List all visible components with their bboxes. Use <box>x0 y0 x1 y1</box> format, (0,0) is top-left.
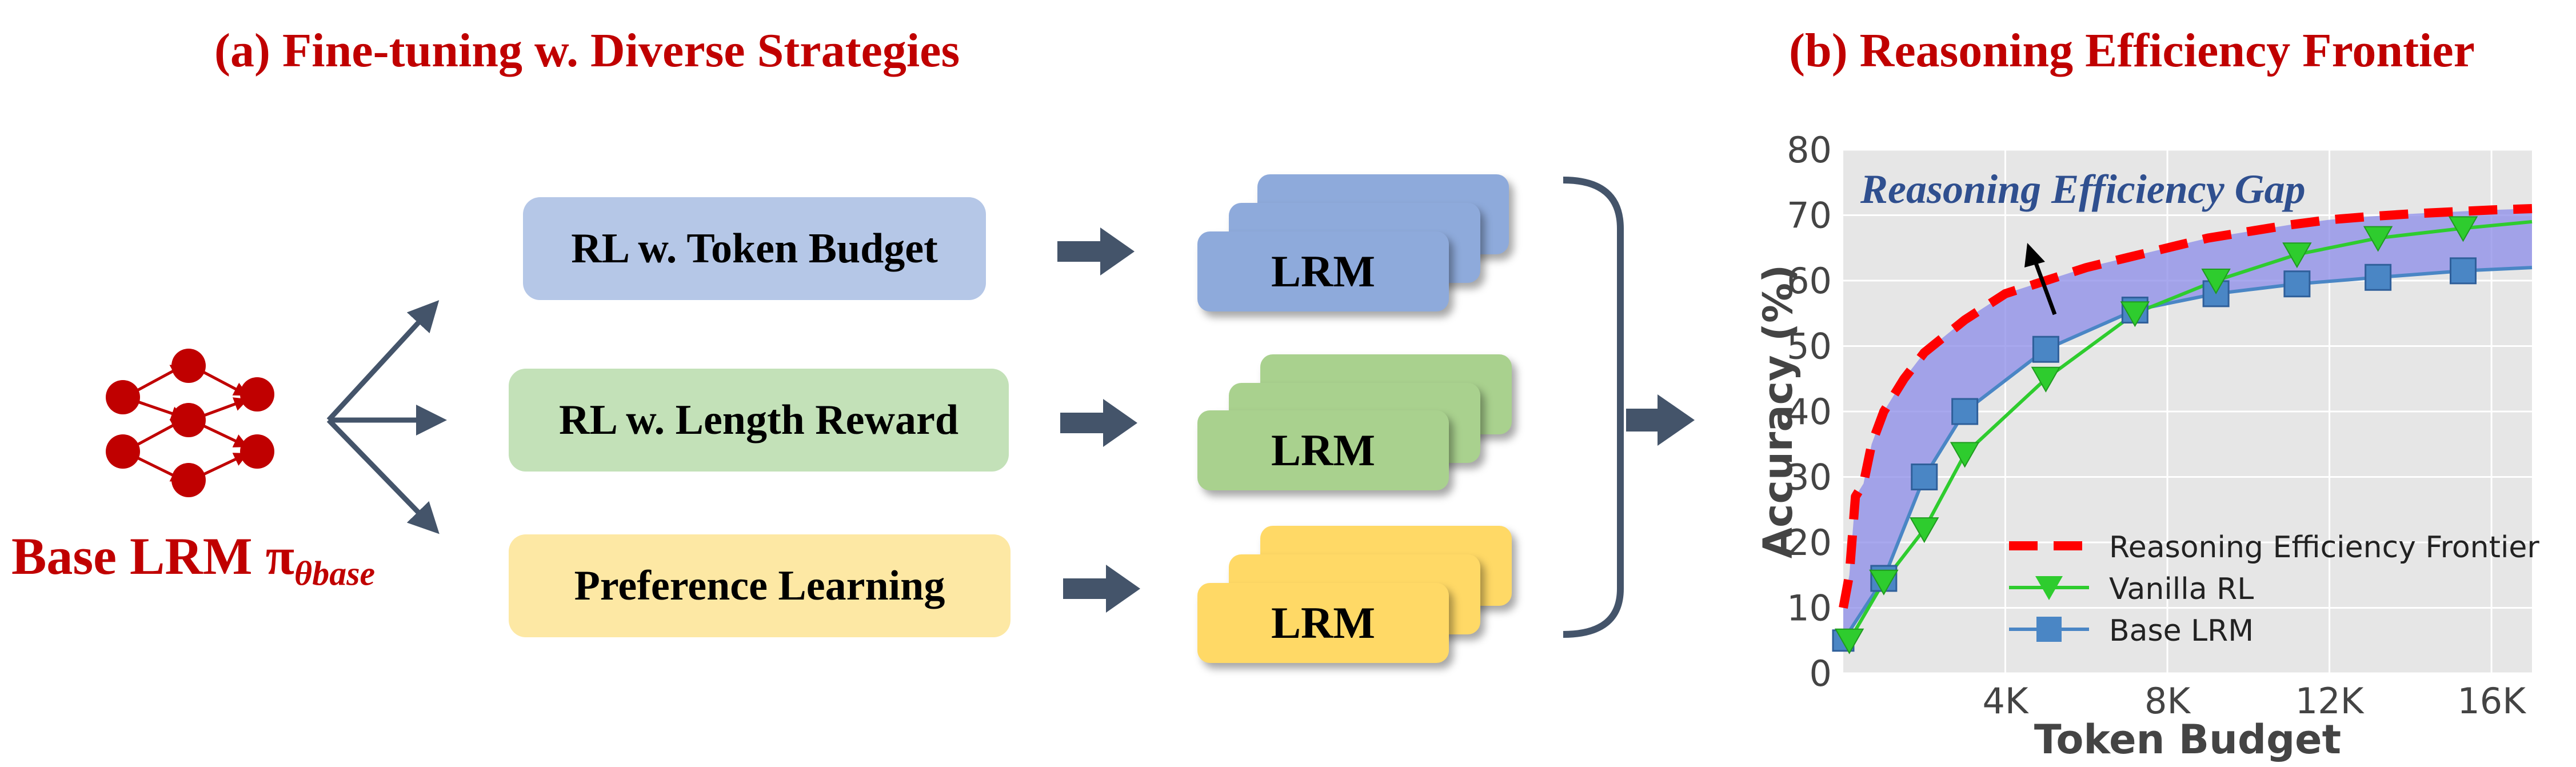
lrm-label-length: LRM <box>1271 425 1375 475</box>
lrm-label-preference: LRM <box>1271 598 1375 648</box>
legend-label: Base LRM <box>2109 614 2254 648</box>
y-tick-label: 0 <box>1810 653 1832 694</box>
grouping-bracket <box>1563 177 1624 638</box>
base-lrm-subscript: θbase <box>294 554 376 593</box>
legend-label: Reasoning Efficiency Frontier <box>2109 530 2539 565</box>
efficiency-gap-area <box>1843 209 2532 641</box>
x-tick-label: 16K <box>2457 680 2526 722</box>
gap-arrow-head <box>2024 243 2045 267</box>
marker-vanilla-rl <box>2201 269 2231 295</box>
y-tick-label: 20 <box>1787 522 1832 564</box>
y-tick-label: 80 <box>1787 129 1832 171</box>
series-line-frontier <box>1839 204 2533 609</box>
strategy-preference-learning: Preference Learning <box>509 534 1011 637</box>
bracket-arrow <box>1626 394 1695 446</box>
panel-a-title: (a) Fine-tuning w. Diverse Strategies <box>214 24 960 77</box>
lrm-label-budget: LRM <box>1271 246 1375 296</box>
marker-vanilla-rl <box>2031 366 2061 393</box>
y-tick-label: 60 <box>1787 260 1832 302</box>
y-tick-label: 50 <box>1787 326 1832 367</box>
strategy-length-reward: RL w. Length Reward <box>509 369 1009 472</box>
y-axis-label: Accuracy (%) <box>1755 265 1802 558</box>
neural-network-icon <box>106 349 274 497</box>
marker-vanilla-rl <box>2120 301 2150 327</box>
y-tick-label: 30 <box>1787 457 1832 498</box>
legend-marker-vanilla-rl <box>2035 576 2063 600</box>
marker-vanilla-rl <box>2282 242 2312 269</box>
marker-vanilla-rl <box>2448 216 2478 242</box>
marker-vanilla-rl <box>1834 628 1864 654</box>
marker-base-lrm <box>2450 257 2477 285</box>
fan-out-arrows <box>326 300 447 534</box>
marker-vanilla-rl <box>1869 569 1899 596</box>
marker-base-lrm <box>1911 464 1938 490</box>
legend-marker-base-lrm <box>2036 617 2062 642</box>
base-lrm-text: Base LRM π <box>11 527 295 585</box>
marker-base-lrm <box>2365 263 2392 291</box>
x-tick-label: 4K <box>1982 680 2028 722</box>
marker-base-lrm <box>2283 270 2311 298</box>
x-tick-label: 8K <box>2144 680 2191 722</box>
y-tick-label: 40 <box>1787 391 1832 433</box>
marker-vanilla-rl <box>1910 517 1939 544</box>
gap-arrow-shaft <box>2032 259 2057 315</box>
marker-base-lrm <box>1951 398 1979 425</box>
marker-base-lrm <box>2032 335 2059 363</box>
marker-vanilla-rl <box>1950 442 1980 468</box>
y-tick-label: 70 <box>1787 195 1832 237</box>
legend-label: Vanilla RL <box>2109 572 2254 606</box>
x-axis-label: Token Budget <box>2034 716 2341 763</box>
x-tick-label: 12K <box>2295 680 2365 722</box>
strategy-token-budget: RL w. Token Budget <box>523 197 986 300</box>
y-tick-label: 10 <box>1787 588 1832 629</box>
gap-annotation: Reasoning Efficiency Gap <box>1860 166 2306 212</box>
marker-vanilla-rl <box>2363 226 2393 252</box>
strategy-to-lrm-arrows <box>1057 227 1140 613</box>
base-lrm-label: Base LRM πθbase <box>11 526 375 593</box>
panel-b-title: (b) Reasoning Efficiency Frontier <box>1789 24 2475 77</box>
